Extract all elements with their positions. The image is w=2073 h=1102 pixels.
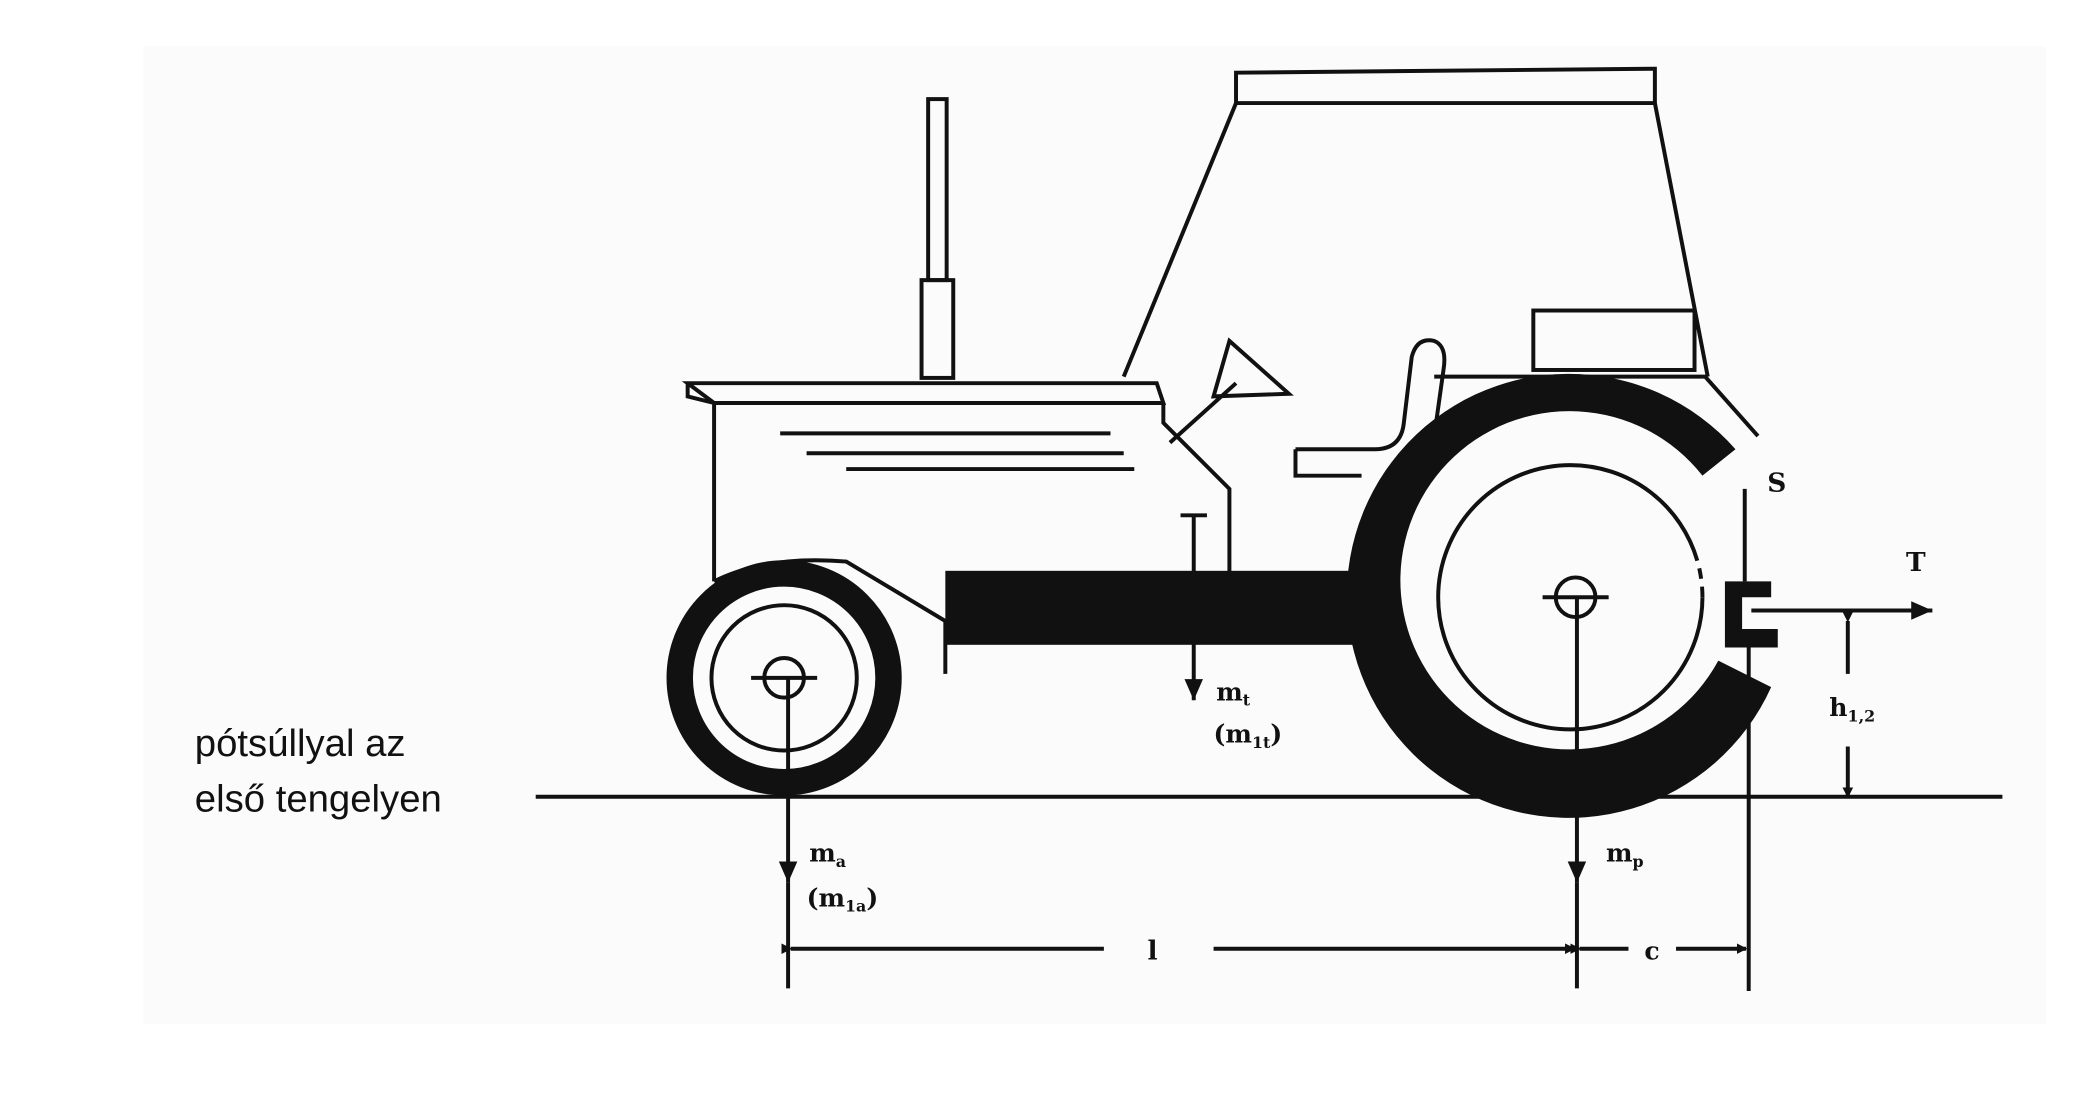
hitch-height-label: h1,2 <box>1829 692 1875 725</box>
front-mass-label: ma <box>809 838 846 871</box>
front-mass-alt-label: (m1a) <box>807 882 879 915</box>
cab-roof <box>1234 66 1657 106</box>
steering-column <box>1168 381 1238 445</box>
chassis-frame <box>945 570 1355 645</box>
wheelbase-label: l <box>1147 935 1157 966</box>
caption-line-1: pótsúllyal az <box>195 722 406 765</box>
vertical-force-label: S <box>1767 468 1786 499</box>
cab-box <box>1531 308 1697 372</box>
drawbar-hitch <box>1724 581 1778 648</box>
tractor-mass-label: mt <box>1216 676 1251 709</box>
rear-fender <box>1434 374 1760 438</box>
air-intake <box>919 278 956 380</box>
pull-force-label: T <box>1906 547 1926 578</box>
seat <box>1295 338 1447 452</box>
scan-background <box>143 46 2047 1025</box>
tractor-mass-alt-label: (m1t) <box>1214 719 1283 752</box>
hood-front <box>685 383 717 582</box>
rear-mass-label: mp <box>1606 838 1644 871</box>
front-wheel <box>666 560 902 796</box>
cab-frame <box>1121 102 1710 378</box>
steering-wheel <box>1210 337 1294 399</box>
hitch-offset-label: c <box>1644 935 1659 965</box>
caption-line-2: első tengelyen <box>195 777 442 820</box>
hood-back <box>1161 403 1232 582</box>
